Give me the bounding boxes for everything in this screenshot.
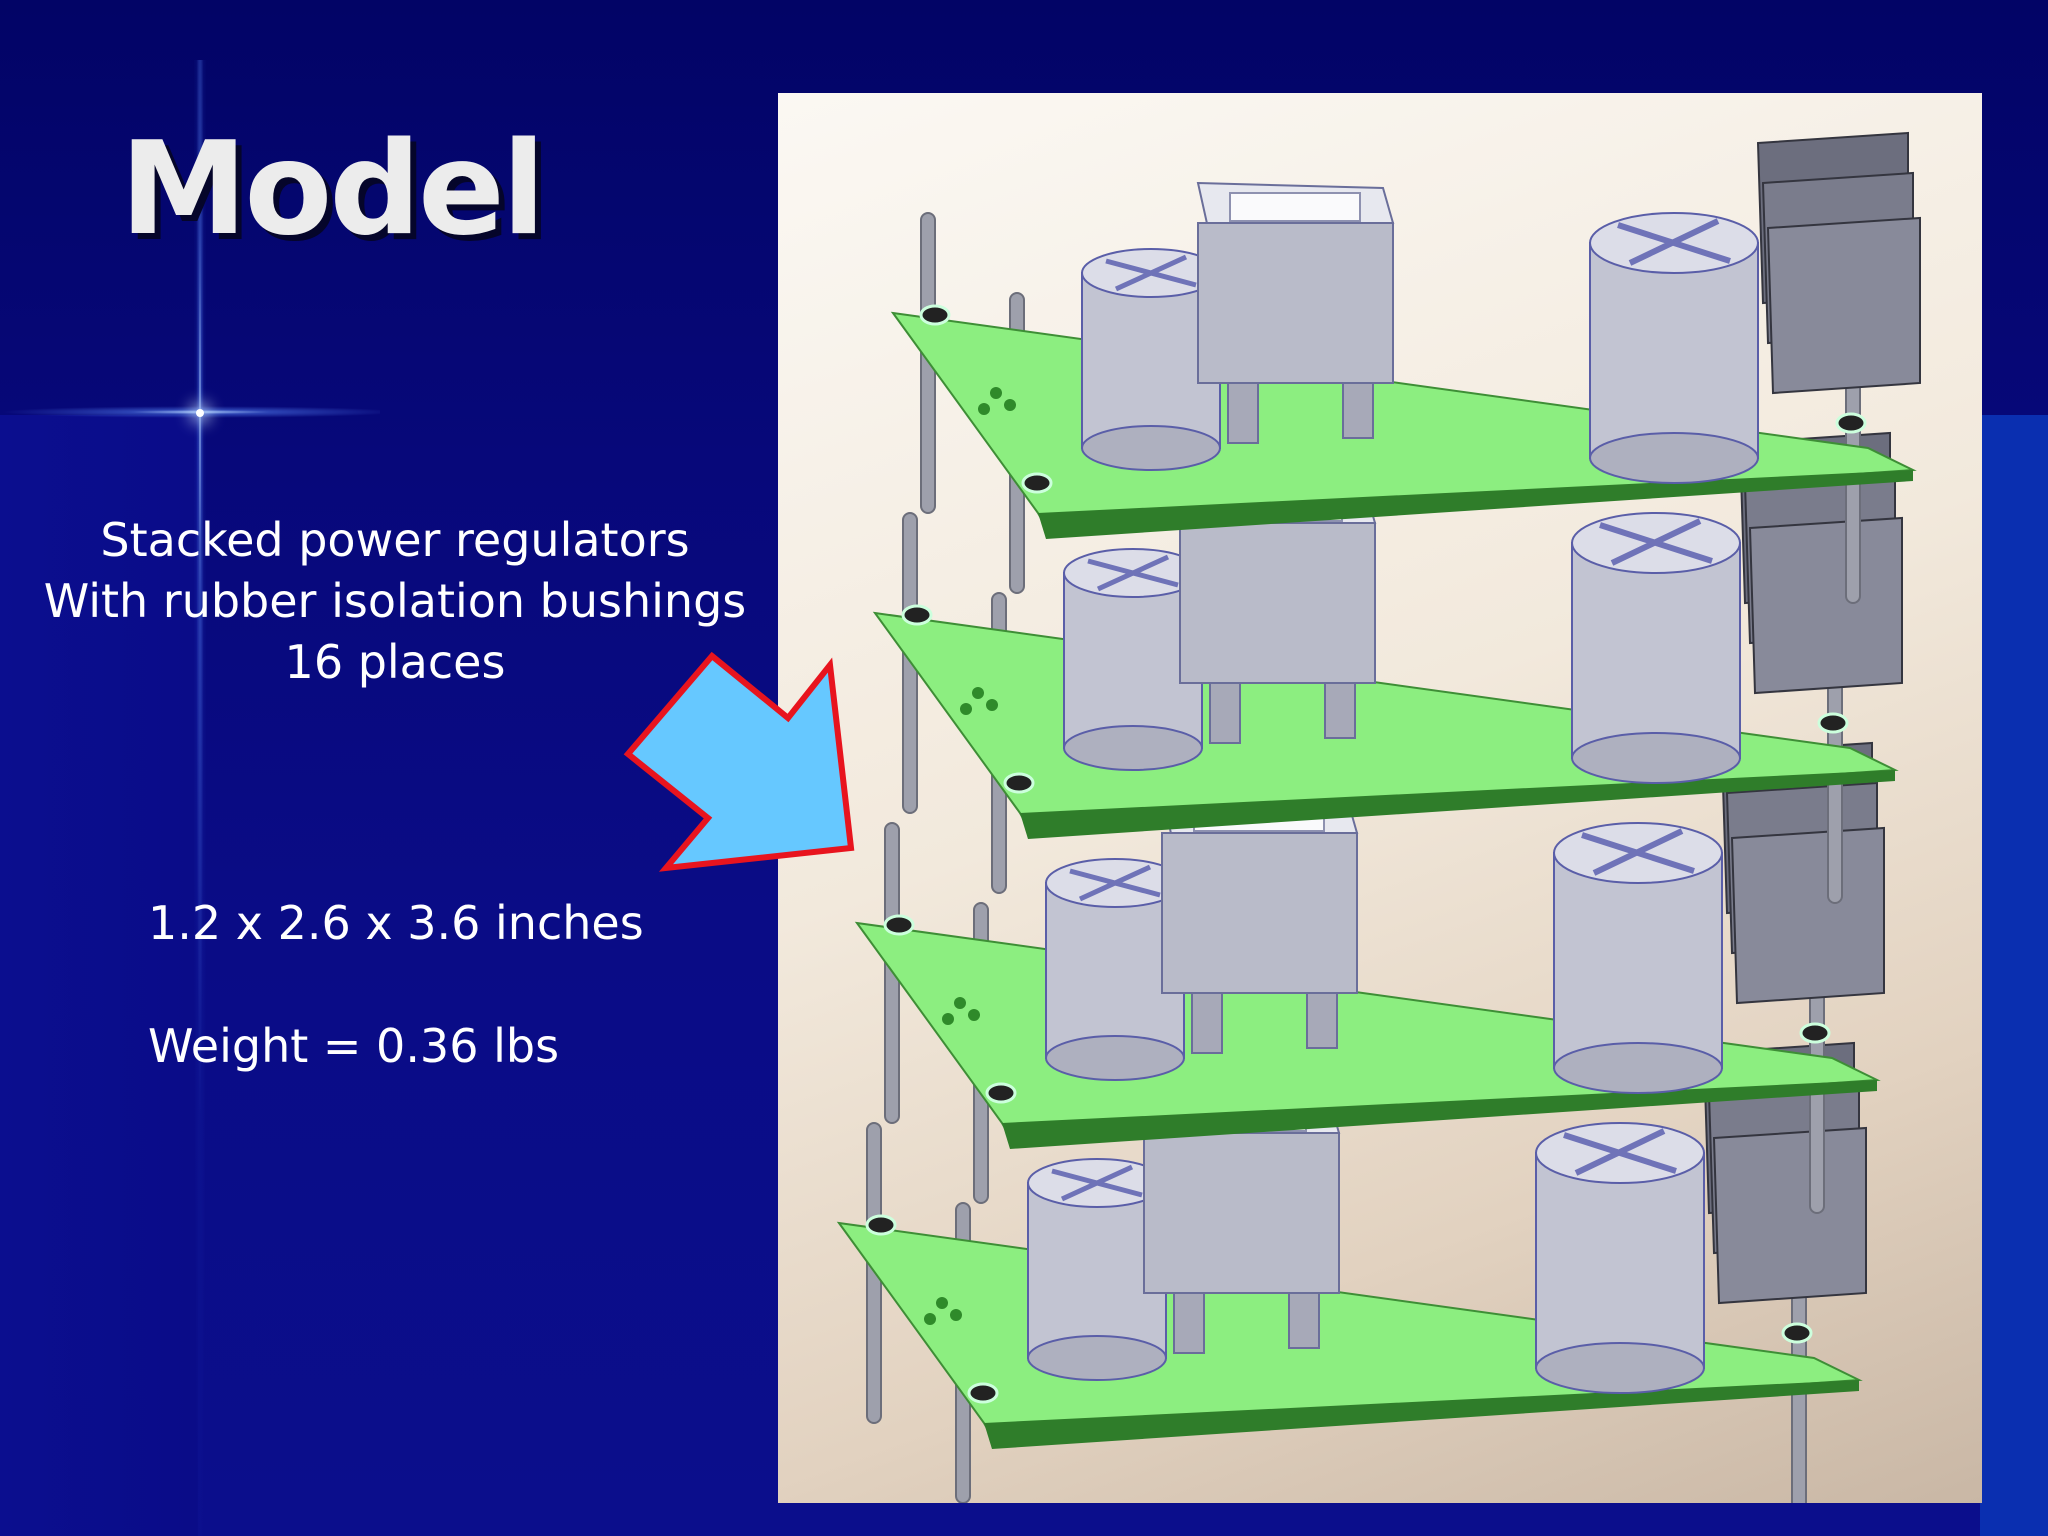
inductor-body xyxy=(1197,222,1394,384)
rubber-bushing xyxy=(1003,772,1035,794)
circuit-board xyxy=(872,431,1903,904)
light-flare-horizontal xyxy=(0,406,380,418)
capacitor-base xyxy=(1535,1342,1705,1394)
rubber-bushing xyxy=(1835,412,1867,434)
capacitor-vent-mark xyxy=(1599,518,1713,566)
heat-sink-fin xyxy=(1766,216,1921,395)
capacitor-body xyxy=(1535,1152,1705,1369)
rubber-bushing xyxy=(1799,1022,1831,1044)
heat-sink-fin xyxy=(1748,516,1903,695)
inductor-leg xyxy=(1227,382,1259,444)
rubber-bushing xyxy=(967,1382,999,1404)
rubber-bushing xyxy=(919,304,951,326)
description-line: 16 places xyxy=(284,635,506,689)
inductor-leg xyxy=(1342,382,1374,439)
solder-pad xyxy=(942,1013,954,1025)
rubber-bushing xyxy=(1781,1322,1813,1344)
model-render-image xyxy=(778,93,1982,1503)
solder-pad xyxy=(990,387,1002,399)
inductor-body xyxy=(1179,522,1376,684)
capacitor-base xyxy=(1571,732,1741,784)
dimensions-text: 1.2 x 2.6 x 3.6 inches xyxy=(148,896,644,950)
solder-pad xyxy=(924,1313,936,1325)
capacitor-base xyxy=(1027,1335,1167,1381)
circuit-board xyxy=(854,741,1885,1214)
heat-sink-fin xyxy=(1712,1126,1867,1305)
pcb-edge xyxy=(1002,1080,1877,1149)
capacitor-base xyxy=(1081,425,1221,471)
inductor-leg xyxy=(1191,992,1223,1054)
heat-sink-fin xyxy=(1730,826,1885,1005)
solder-pad xyxy=(936,1297,948,1309)
solder-pad xyxy=(1004,399,1016,411)
rubber-bushing xyxy=(1021,472,1053,494)
light-flare-vertical xyxy=(194,60,206,1536)
inductor-leg xyxy=(1324,682,1356,739)
inductor-leg xyxy=(1306,992,1338,1049)
slide-title: Model xyxy=(120,115,546,264)
solder-pad xyxy=(960,703,972,715)
solder-pad xyxy=(968,1009,980,1021)
capacitor-vent-mark xyxy=(1069,864,1161,902)
capacitor-base xyxy=(1063,725,1203,771)
solder-pad xyxy=(986,699,998,711)
description-line: With rubber isolation bushings xyxy=(43,574,747,628)
description-line: Stacked power regulators xyxy=(100,513,690,567)
stacked-boards-render xyxy=(836,131,1921,1503)
background-band-right xyxy=(1980,415,2048,1536)
capacitor-vent-mark xyxy=(1563,1128,1677,1176)
solder-pad xyxy=(978,403,990,415)
capacitor-base xyxy=(1045,1035,1185,1081)
capacitor-base xyxy=(1553,1042,1723,1094)
light-flare-star xyxy=(196,409,204,417)
capacitor-vent-mark xyxy=(1087,554,1179,592)
weight-text: Weight = 0.36 lbs xyxy=(148,1019,560,1073)
rubber-bushing xyxy=(883,914,915,936)
rubber-bushing xyxy=(865,1214,897,1236)
pcb-edge xyxy=(984,1380,1859,1449)
circuit-board xyxy=(836,1041,1867,1503)
pcb-edge xyxy=(1038,470,1913,539)
inductor-leg xyxy=(1173,1292,1205,1354)
description-text: Stacked power regulators With rubber iso… xyxy=(20,510,770,693)
capacitor-base xyxy=(1589,432,1759,484)
solder-pad xyxy=(972,687,984,699)
inductor-core xyxy=(1229,192,1361,222)
circuit-board xyxy=(890,131,1921,604)
capacitor-vent-mark xyxy=(1105,254,1197,292)
capacitor-vent-mark xyxy=(1581,828,1695,876)
rubber-bushing xyxy=(901,604,933,626)
background-band-left xyxy=(0,415,198,1536)
solder-pad xyxy=(950,1309,962,1321)
arrow-icon xyxy=(623,651,855,872)
arrow-icon-shape xyxy=(623,651,855,872)
pcb-edge xyxy=(1020,770,1895,839)
rubber-bushing xyxy=(1817,712,1849,734)
inductor-body xyxy=(1161,832,1358,994)
capacitor-body xyxy=(1571,542,1741,759)
inductor-body xyxy=(1143,1132,1340,1294)
capacitor-vent-mark xyxy=(1617,218,1731,266)
inductor-leg xyxy=(1209,682,1241,744)
capacitor-vent-mark xyxy=(1051,1164,1143,1202)
capacitor-body xyxy=(1553,852,1723,1069)
rubber-bushing xyxy=(985,1082,1017,1104)
inductor-leg xyxy=(1288,1292,1320,1349)
capacitor-body xyxy=(1589,242,1759,459)
solder-pad xyxy=(954,997,966,1009)
